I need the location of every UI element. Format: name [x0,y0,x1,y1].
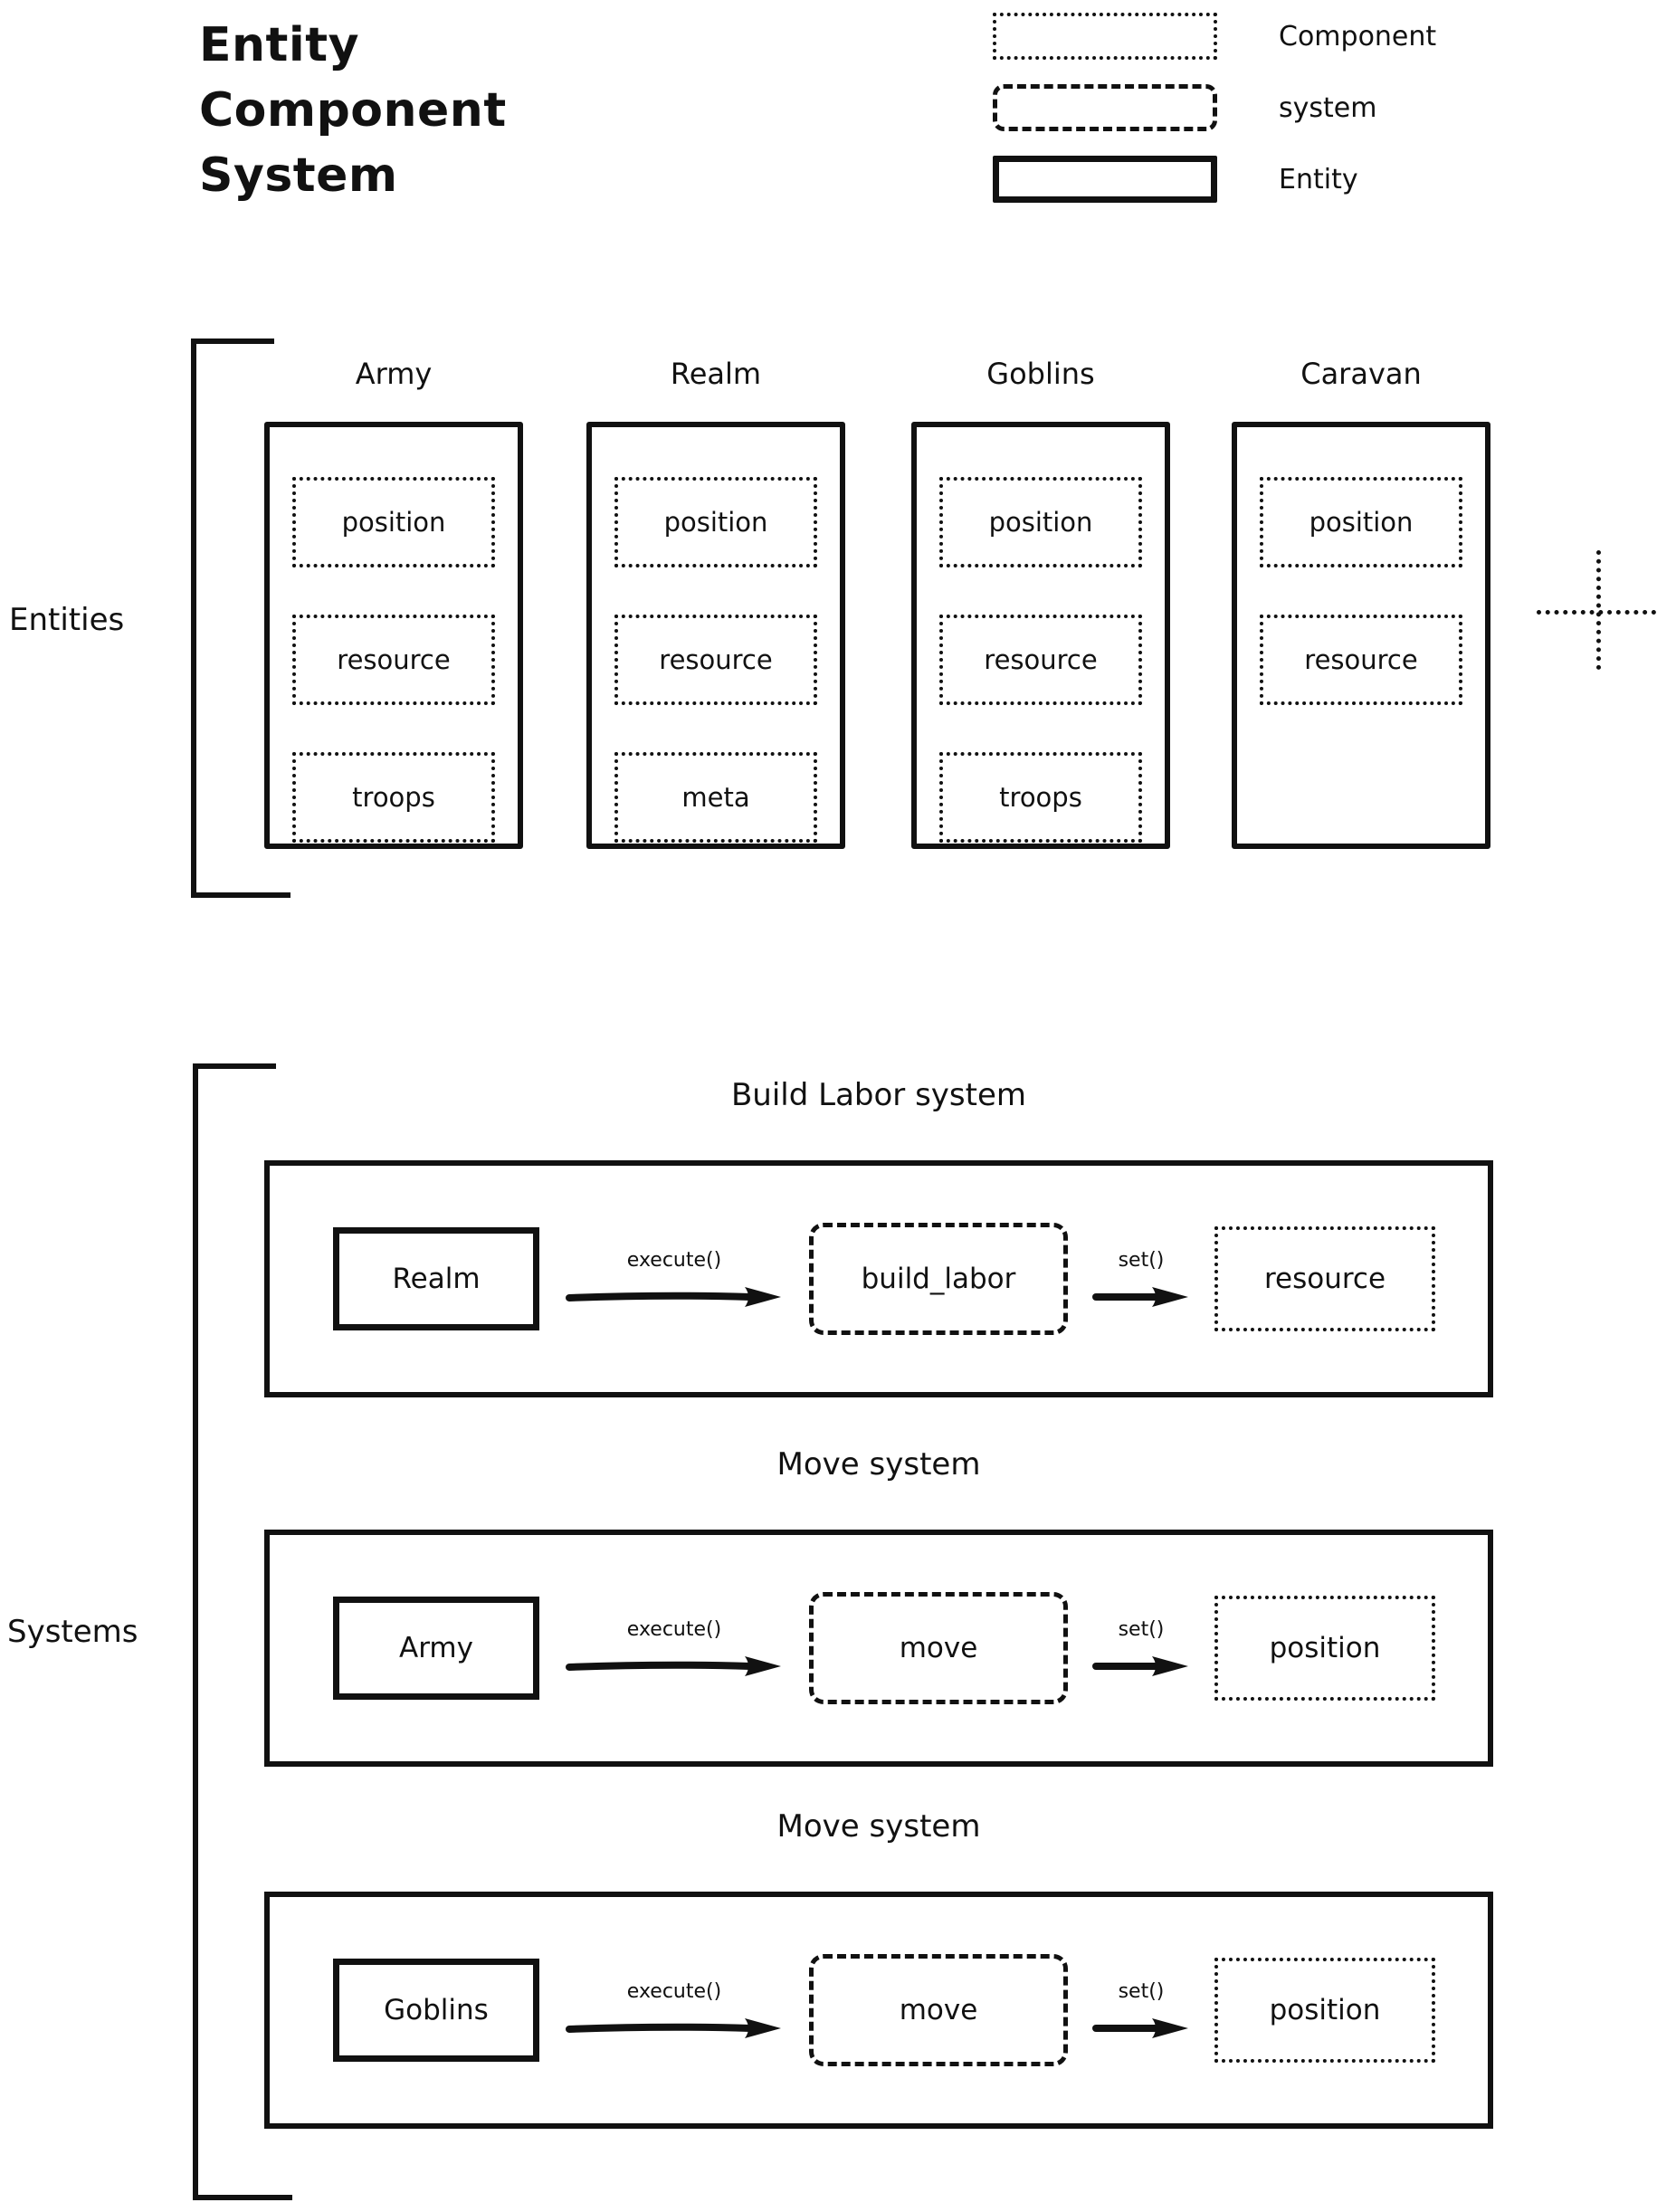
entity-node: Army [333,1597,539,1700]
component-node: position [1214,1596,1435,1701]
system-title: Move system [776,1446,981,1483]
entity-node: Realm [333,1227,539,1330]
entities-section-label: Entities [9,602,125,638]
system-box: Goblins execute() move set() position [264,1892,1493,2129]
entity-name: Realm [670,357,762,391]
call-label: set() [1118,1617,1165,1641]
execute-arrow-icon [566,1655,781,1676]
call-label: set() [1118,1248,1165,1272]
system-box: Army execute() move set() position [264,1530,1493,1767]
set-call: set() [1091,1618,1191,1679]
set-arrow-icon [1092,1655,1188,1676]
set-arrow-icon [1092,1286,1188,1307]
component-box: meta [614,752,817,843]
entity-column-goblins: Goblins position resource troops [911,357,1170,849]
system-title: Move system [776,1808,981,1845]
entity-column-caravan: Caravan position resource [1232,357,1490,849]
system-box: Realm execute() build_labor set() resour… [264,1160,1493,1397]
component-box: troops [939,752,1142,843]
legend-label: Component [1279,20,1437,52]
page-title-line: System [199,148,398,203]
entity-column-army: Army position resource troops [264,357,523,849]
call-label: set() [1118,1979,1165,2003]
component-node: position [1214,1958,1435,2063]
set-call: set() [1091,1980,1191,2041]
call-label: execute() [626,1617,722,1641]
call-label: execute() [626,1248,722,1272]
execute-call: execute() [561,1249,787,1310]
component-box: resource [614,615,817,705]
component-box: resource [1260,615,1462,705]
legend-label: system [1279,91,1377,124]
legend-row-system: system [993,84,1436,131]
system-node: build_labor [809,1223,1068,1335]
component-box: troops [292,752,495,843]
page-title-line: Component [199,83,507,138]
system-node: move [809,1592,1068,1704]
component-box: position [1260,477,1462,567]
legend-row-component: Component [993,13,1436,60]
entity-box: position resource [1232,422,1490,849]
entity-name: Caravan [1300,357,1422,391]
component-box: position [292,477,495,567]
legend-row-entity: Entity [993,156,1436,203]
execute-arrow-icon [566,2017,781,2038]
set-arrow-icon [1092,2017,1188,2038]
execute-call: execute() [561,1980,787,2041]
systems-section-label: Systems [7,1614,138,1650]
legend: Component system Entity [993,13,1436,227]
component-box: position [614,477,817,567]
entity-box: position resource troops [264,422,523,849]
system-block-move-army: Move system Army execute() move set() po… [264,1446,1493,1767]
entities-bracket [191,338,290,898]
call-label: execute() [626,1979,722,2003]
systems-bracket [193,1063,292,2200]
entity-name: Goblins [986,357,1095,391]
entity-node: Goblins [333,1959,539,2062]
entity-column-realm: Realm position resource meta [586,357,845,849]
component-swatch-icon [993,13,1217,60]
component-box: position [939,477,1142,567]
component-box: resource [939,615,1142,705]
system-block-build-labor: Build Labor system Realm execute() build… [264,1077,1493,1397]
page-title: Entity Component System [199,13,507,208]
execute-call: execute() [561,1618,787,1679]
more-entities-plus-icon [1537,550,1656,670]
execute-arrow-icon [566,1286,781,1307]
page-title-line: Entity [199,18,359,72]
system-node: move [809,1954,1068,2066]
entity-swatch-icon [993,156,1217,203]
set-call: set() [1091,1249,1191,1310]
legend-label: Entity [1279,163,1358,195]
system-block-move-goblins: Move system Goblins execute() move set()… [264,1808,1493,2129]
entity-name: Army [355,357,433,391]
entity-box: position resource meta [586,422,845,849]
entity-box: position resource troops [911,422,1170,849]
system-title: Build Labor system [730,1077,1027,1113]
component-node: resource [1214,1226,1435,1331]
component-box: resource [292,615,495,705]
system-swatch-icon [993,84,1217,131]
